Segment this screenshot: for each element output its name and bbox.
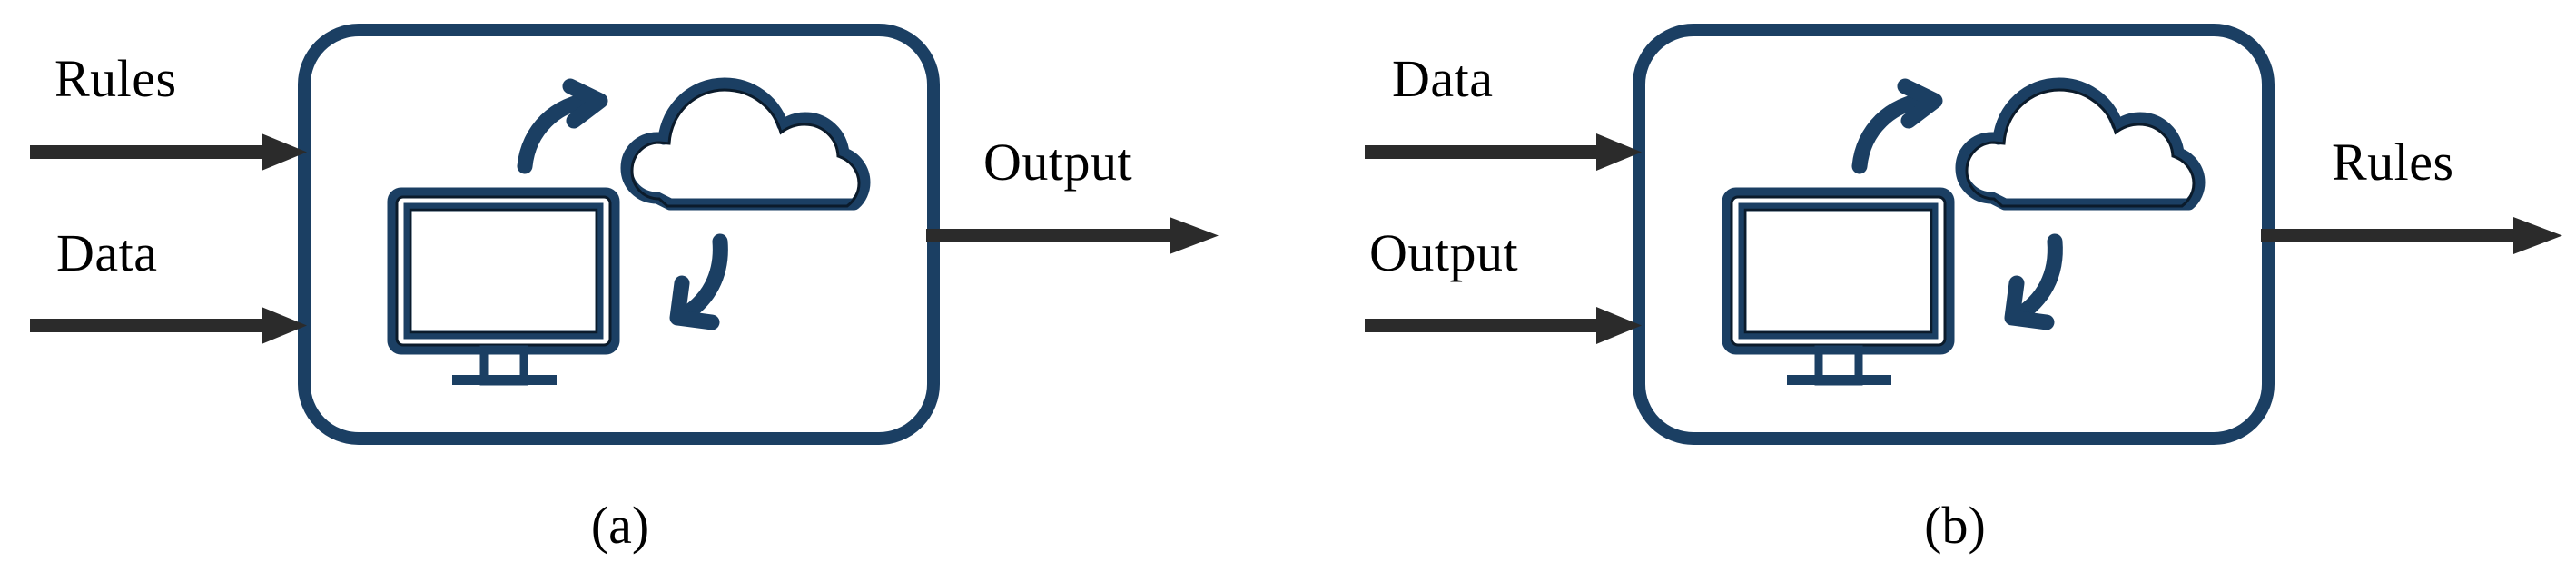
panel-a-curved-arrow-down-icon bbox=[669, 233, 728, 330]
panel-a-input-arrow-data bbox=[30, 307, 307, 344]
panel-a-cloud-icon bbox=[620, 77, 871, 211]
panel-a-input-label-data: Data bbox=[56, 223, 158, 282]
panel-b-input-arrow-data bbox=[1365, 133, 1642, 171]
panel-a-monitor-icon bbox=[387, 187, 620, 386]
panel-a-output-arrow bbox=[926, 217, 1219, 254]
panel-b-monitor-icon bbox=[1722, 187, 1955, 386]
panel-b-cloud-icon bbox=[1955, 77, 2206, 211]
panel-b-caption: (b) bbox=[1924, 496, 1986, 555]
panel-b-output-label-rules: Rules bbox=[2332, 133, 2454, 192]
panel-b-output-arrow bbox=[2261, 217, 2562, 254]
panel-b-group bbox=[1365, 24, 2562, 445]
panel-a-input-label-rules: Rules bbox=[54, 49, 177, 108]
panel-b-input-label-output: Output bbox=[1369, 223, 1519, 282]
panel-a-caption: (a) bbox=[590, 496, 650, 555]
panel-a-group bbox=[30, 24, 1219, 445]
panel-a-input-arrow-rules bbox=[30, 133, 307, 171]
panel-b-input-arrow-output bbox=[1365, 307, 1642, 344]
panel-a-curved-arrow-up-icon bbox=[517, 78, 608, 174]
panel-b-input-label-data: Data bbox=[1392, 49, 1494, 108]
panel-b-curved-arrow-up-icon bbox=[1851, 78, 1943, 174]
panel-b-curved-arrow-down-icon bbox=[2004, 233, 2063, 330]
panel-a-output-label-output: Output bbox=[983, 133, 1133, 192]
